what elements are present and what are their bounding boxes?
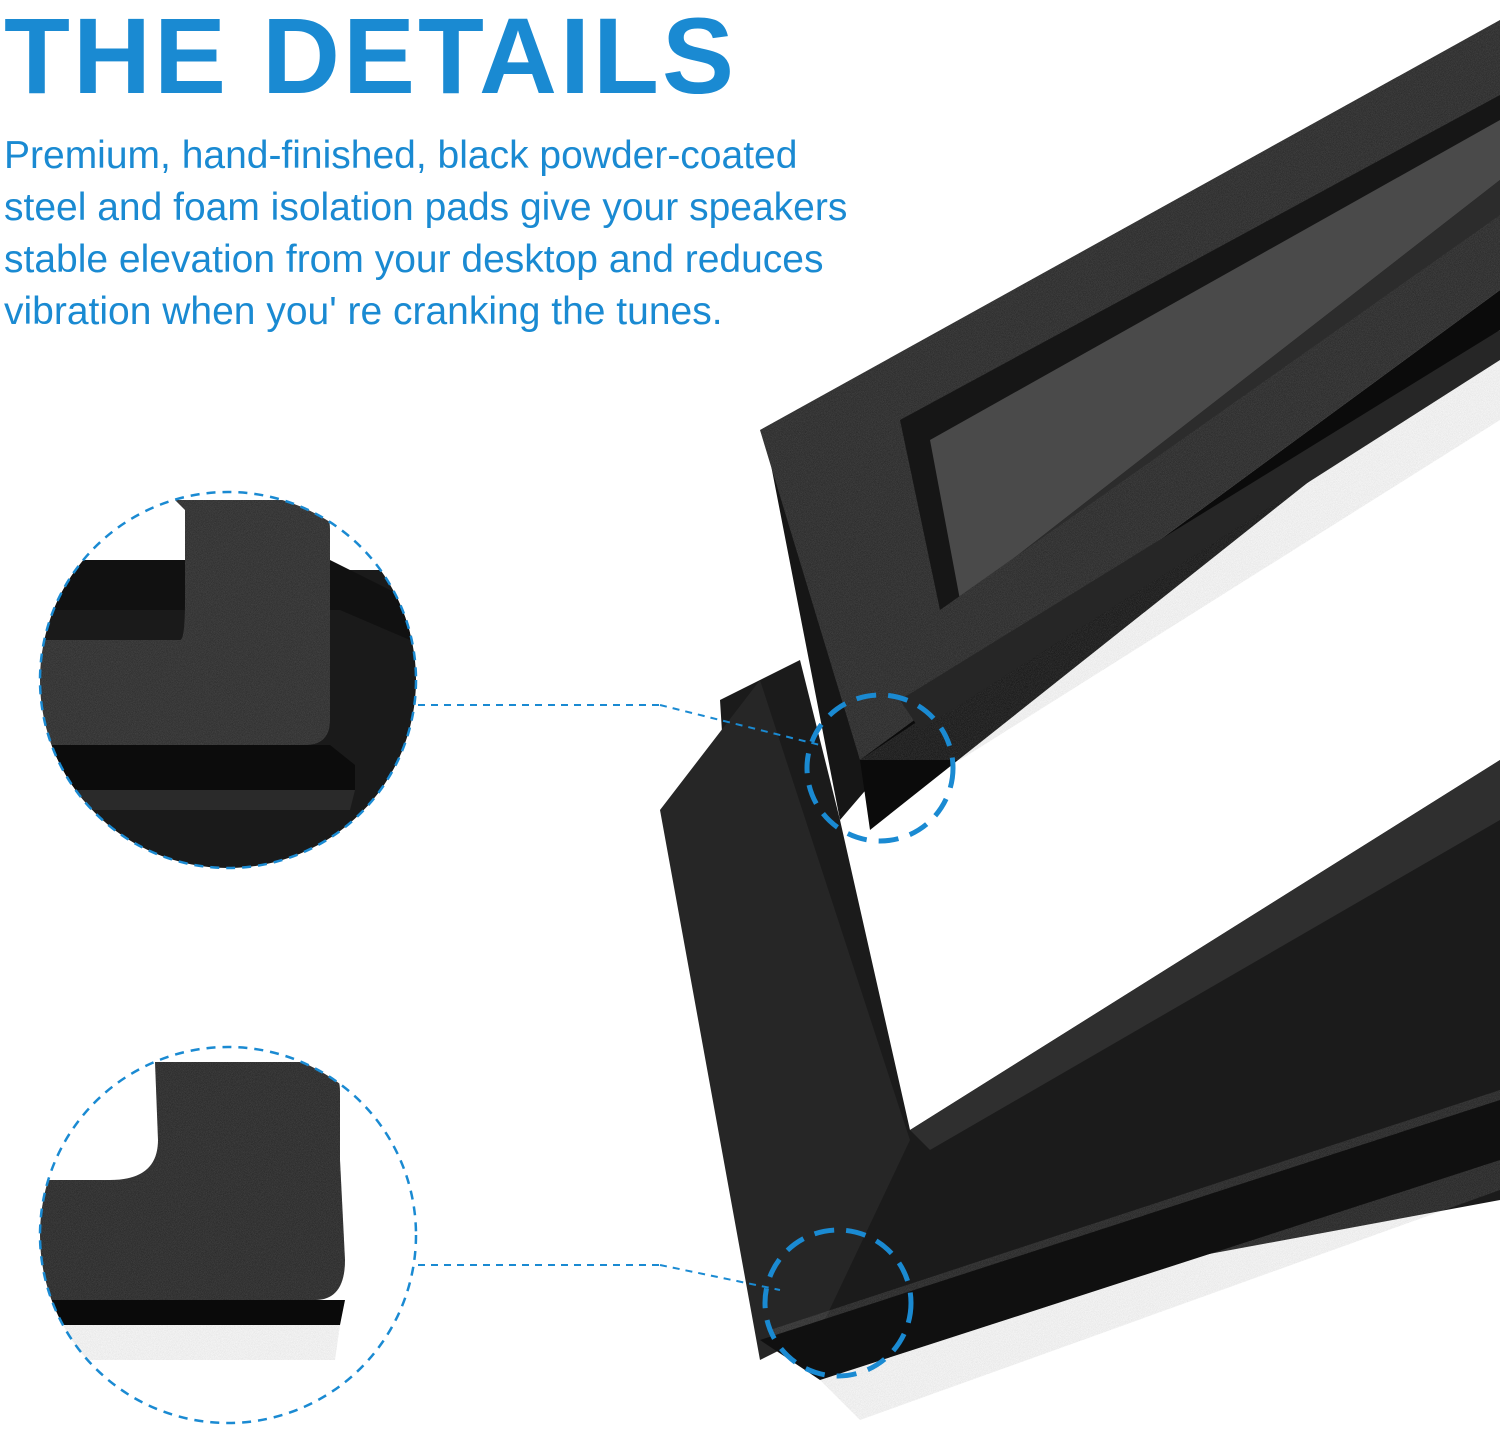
description-line: steel and foam isolation pads give your … [4, 186, 848, 229]
detail-marker-lower [762, 1227, 914, 1379]
description-line: Premium, hand-finished, black powder-coa… [4, 134, 798, 177]
detail-marker-upper [804, 692, 956, 844]
page-title: THE DETAILS [4, 0, 737, 116]
zoom-detail-steel-corner [38, 1045, 418, 1425]
product-description: Premium, hand-finished, black powder-coa… [4, 130, 984, 338]
description-line: stable elevation from your desktop and r… [4, 238, 824, 281]
callout-leaders [418, 704, 821, 1291]
zoom-detail-foam-corner [38, 490, 418, 870]
lower-stand [660, 660, 1500, 1420]
description-line: vibration when you' re cranking the tune… [4, 290, 723, 333]
middle-stand [860, 330, 1500, 760]
